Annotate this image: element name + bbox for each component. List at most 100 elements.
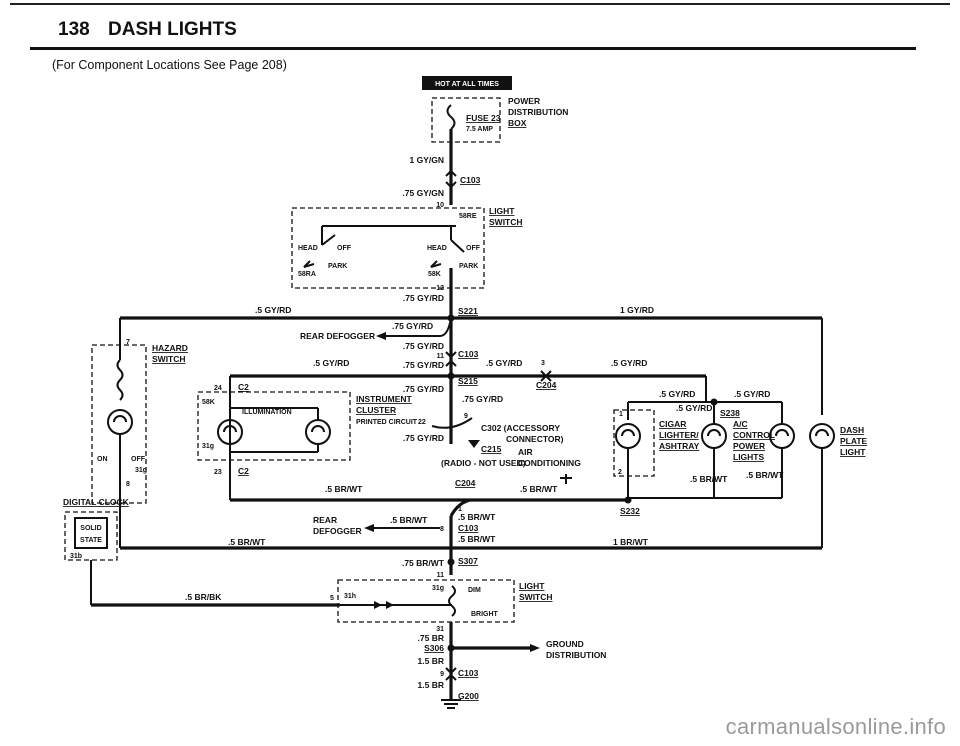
pin-11: 11: [437, 353, 445, 360]
s238-label: S238: [720, 408, 740, 418]
wire-4-gy-rd-cigar: .5 GY/RD: [659, 389, 695, 399]
wire-10-br: .75 BR: [418, 633, 444, 643]
c103-top-connector: [445, 169, 457, 189]
cluster-label-2: CLUSTER: [356, 405, 396, 415]
page-subtitle: (For Component Locations See Page 208): [52, 58, 287, 72]
wire-7-br-wt: 1 BR/WT: [613, 537, 649, 547]
right-switch-blade: [450, 239, 465, 253]
cluster-lamp-1-filament: [223, 425, 237, 433]
power-box-label-1: POWER: [508, 96, 540, 106]
dash-plate-lamp-filament: [815, 429, 829, 437]
digital-clock-label: DIGITAL CLOCK: [63, 497, 130, 507]
ground-label-1: GROUND: [546, 639, 584, 649]
cluster-lamp-2-filament: [311, 425, 325, 433]
pin-9-ground: 9: [440, 671, 444, 678]
dimmer-rheostat: [448, 585, 456, 617]
pin-9: 9: [464, 413, 468, 420]
header-rule: [30, 47, 916, 50]
rear-defogger-ground-arrow: [364, 524, 374, 532]
pin-31b-clock: 31b: [70, 553, 82, 560]
dash-plate-lamp: [809, 423, 835, 449]
wire-8-br-wt: .75 BR/WT: [402, 558, 445, 568]
rear-label: REAR: [313, 515, 337, 525]
watermark: carmanualsonline.info: [725, 714, 946, 739]
rear-defogger-label: REAR DEFOGGER: [300, 331, 375, 341]
s215-label: S215: [458, 376, 478, 386]
pin-10: 10: [436, 202, 444, 209]
light-switch-box: [291, 207, 485, 289]
right-off-label: OFF: [466, 245, 481, 252]
hazard-label-1: HAZARD: [152, 343, 188, 353]
clock-state-2: STATE: [80, 537, 102, 544]
bright-label: BRIGHT: [471, 611, 499, 618]
c103-low-label: C103: [458, 523, 479, 533]
pin-23: 23: [214, 469, 222, 476]
c103-ground-connector: [445, 667, 457, 681]
air-label: AIR: [518, 447, 533, 457]
fuse-symbol: [446, 104, 456, 130]
cluster-lamp-2: [305, 419, 331, 445]
light-switch-label-1: LIGHT: [489, 206, 515, 216]
wire-6-br-wt-trunk: .5 BR/WT: [458, 512, 496, 522]
ac-label-1: A/C: [733, 419, 748, 429]
dim-label: DIM: [468, 587, 481, 594]
wire-11-br-2: 1.5 BR: [418, 680, 444, 690]
top-rule: [10, 3, 950, 5]
ac-lamp-filament: [707, 429, 721, 437]
c204-top-label: C204: [536, 380, 557, 390]
power-box-label-3: BOX: [508, 118, 527, 128]
left-switch-blade: [321, 234, 336, 246]
ac-lamp: [701, 423, 727, 449]
dash-plate-label-3: LIGHT: [840, 447, 866, 457]
dash-plate-label-2: PLATE: [840, 436, 868, 446]
ground-trunk-curve: [449, 498, 471, 517]
dimmer-switch-box: [337, 579, 515, 623]
wire-6-br-wt-defog: .5 BR/WT: [390, 515, 428, 525]
dimmer-switch-label-1: LIGHT: [519, 581, 545, 591]
pin-24: 24: [214, 385, 222, 392]
pin-12: 12: [436, 285, 444, 292]
s306-label: S306: [424, 643, 444, 653]
wire-6-br-wt-c204: .5 BR/WT: [520, 484, 558, 494]
hazard-label-2: SWITCH: [152, 354, 186, 364]
left-off-label: OFF: [337, 245, 352, 252]
right-switch-arrow: [430, 260, 442, 268]
pin-58k: 58K: [428, 271, 441, 278]
pin-11-bottom: 11: [437, 572, 445, 579]
wire-3-gy-rd: .75 GY/RD: [403, 293, 444, 303]
c2-bottom-label: C2: [238, 466, 249, 476]
pin-1-cigar: 1: [619, 411, 623, 418]
wire-6-br-wt-cluster: .5 BR/WT: [325, 484, 363, 494]
wire-4-gy-rd-s238: .5 GY/RD: [676, 403, 712, 413]
air-conditioning-plug: [560, 474, 572, 484]
wire-5-gy-rd: 1 GY/RD: [620, 305, 654, 315]
c103-mid-label: C103: [458, 349, 479, 359]
pin-22: 22: [418, 419, 426, 426]
pin-58re: 58RE: [459, 213, 477, 220]
hazard-lamp-filament: [113, 415, 127, 423]
digital-clock-box: [64, 511, 118, 561]
c215-connector: [468, 440, 480, 448]
wire-4-gy-rd-left: .5 GY/RD: [255, 305, 291, 315]
dash-plate-label-1: DASH: [840, 425, 864, 435]
illumination-label: ILLUMINATION: [242, 409, 292, 416]
cigar-label-1: CIGAR: [659, 419, 686, 429]
pin-31-dimmer: 31: [436, 626, 444, 633]
g200-label: G200: [458, 691, 479, 701]
s232-label: S232: [620, 506, 640, 516]
hot-banner-text: HOT AT ALL TIMES: [435, 81, 499, 88]
cigar-label-2: LIGHTER/: [659, 430, 699, 440]
pin-7: 7: [126, 339, 130, 346]
wire-3-gy-rd-c215: .75 GY/RD: [403, 433, 444, 443]
pin-5: 5: [330, 595, 334, 602]
pin-31g-dimmer: 31g: [432, 585, 444, 592]
hazard-on-label: ON: [97, 456, 108, 463]
cigar-lamp-filament: [621, 429, 635, 437]
wire-3-gy-rd-center: .75 GY/RD: [403, 341, 444, 351]
c103-mid-connector: [445, 351, 457, 367]
left-head-label: HEAD: [298, 245, 318, 252]
radio-not-used-label: (RADIO - NOT USED): [441, 458, 526, 468]
conditioning-label: CONDITIONING: [518, 458, 581, 468]
pin-58k-cluster: 58K: [202, 399, 215, 406]
cluster-lamp-1: [217, 419, 243, 445]
